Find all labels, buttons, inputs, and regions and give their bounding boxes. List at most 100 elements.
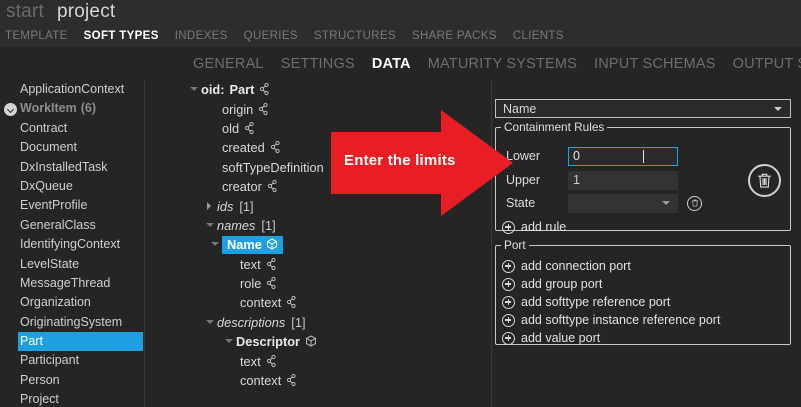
sidebar-item-project[interactable]: Project: [20, 392, 59, 407]
add-connection-port-button[interactable]: add connection port: [496, 257, 631, 275]
tab-output-schemas[interactable]: OUTPUT SCHEMAS: [732, 55, 801, 72]
tree-node-ids[interactable]: ids [1]: [145, 196, 490, 215]
nav-soft-types[interactable]: SOFT TYPES: [83, 29, 159, 42]
plus-circle-icon: [502, 259, 515, 273]
add-group-port-button[interactable]: add group port: [496, 275, 602, 293]
workspace: ApplicationContext WorkItem (6) Contract…: [0, 80, 801, 407]
title-start: start: [6, 1, 44, 22]
property-icon: [266, 257, 276, 270]
sidebar-item-person[interactable]: Person: [20, 372, 60, 387]
sidebar-item-messagethread[interactable]: MessageThread: [20, 275, 111, 290]
add-softtype-reference-port-button[interactable]: add softtype reference port: [496, 293, 670, 311]
tab-maturity-systems[interactable]: MATURITY SYSTEMS: [427, 55, 578, 72]
rule-row-lower: Lower: [496, 146, 678, 166]
page-title: project: [56, 1, 116, 22]
tree-node-descriptor-text[interactable]: text: [145, 351, 490, 370]
sidebar-item-identifyingcontext[interactable]: IdentifyingContext: [20, 237, 121, 252]
property-icon: [244, 121, 254, 135]
sidebar-item-eventprofile[interactable]: EventProfile: [20, 198, 88, 213]
delete-rule-icon[interactable]: [748, 164, 781, 197]
tab-data[interactable]: DATA: [371, 55, 411, 72]
tree-node-chip[interactable]: Name: [222, 235, 283, 254]
tree-node-name[interactable]: Name: [145, 235, 490, 254]
element-combo[interactable]: Name: [495, 99, 791, 118]
tree-node-name-context[interactable]: context: [145, 293, 490, 312]
add-value-port-button[interactable]: add value port: [496, 329, 600, 347]
nav-indexes[interactable]: INDEXES: [174, 29, 228, 42]
tree-node-old[interactable]: old: [145, 119, 490, 138]
tab-input-schemas[interactable]: INPUT SCHEMAS: [594, 55, 716, 72]
panel-divider: [491, 80, 492, 407]
plus-circle-icon: [502, 220, 515, 234]
sidebar-item-applicationcontext[interactable]: ApplicationContext: [20, 82, 125, 96]
tree-node-label: origin: [222, 101, 254, 117]
nav-clients[interactable]: CLIENTS: [512, 29, 564, 42]
tree-node-oid-part[interactable]: oid: Part: [145, 80, 490, 99]
sidebar-item-count: (6): [80, 101, 97, 116]
properties-panel: Name Containment Rules Lower Upper: [494, 80, 801, 407]
tree-node-names[interactable]: names [1]: [145, 216, 490, 235]
tree-node-label: context: [240, 373, 282, 389]
tree-node-name-text[interactable]: text: [145, 255, 490, 274]
tree-node-label: ids: [217, 198, 234, 214]
sidebar-item-part[interactable]: Part: [18, 332, 143, 352]
nav-queries[interactable]: QUERIES: [243, 29, 298, 42]
softtype-list[interactable]: ApplicationContext WorkItem (6) Contract…: [0, 80, 144, 407]
tree-node-descriptions[interactable]: descriptions [1]: [145, 313, 490, 332]
tree-node-softtypedefinition[interactable]: softTypeDefinition: [145, 158, 490, 177]
sidebar-item-document[interactable]: Document: [20, 140, 77, 155]
tree-node-origin[interactable]: origin: [145, 99, 490, 118]
tree-node-label: old: [222, 120, 240, 136]
tree-node-name-role[interactable]: role: [145, 274, 490, 293]
sidebar-item-generalclass[interactable]: GeneralClass: [20, 217, 96, 232]
sidebar-item-contract[interactable]: Contract: [20, 120, 68, 135]
sidebar-item-participant[interactable]: Participant: [20, 353, 80, 368]
property-icon: [287, 296, 296, 309]
lower-input[interactable]: [568, 146, 678, 166]
data-model-tree[interactable]: oid: Part origin: [145, 80, 490, 407]
sidebar-item-label: WorkItem: [20, 101, 77, 116]
tab-general[interactable]: GENERAL: [193, 55, 264, 72]
property-icon: [270, 141, 280, 154]
delete-state-icon[interactable]: [687, 195, 702, 211]
plus-circle-icon: [502, 277, 515, 291]
tree-node-chip[interactable]: Descriptor: [236, 334, 317, 349]
tree-node-label: oid:: [201, 82, 225, 98]
tree-node-created[interactable]: created: [145, 138, 490, 157]
tree-node-label: Name: [227, 236, 262, 252]
plus-circle-icon: [502, 331, 515, 345]
add-rule-button[interactable]: add rule: [496, 218, 566, 236]
primary-navigation: TEMPLATE SOFT TYPES INDEXES QUERIES STRU…: [0, 24, 801, 47]
tree-node-creator[interactable]: creator: [145, 177, 490, 196]
nav-structures[interactable]: STRUCTURES: [313, 29, 396, 42]
twisty-collapsed-icon[interactable]: [203, 196, 217, 215]
add-softtype-instance-reference-port-button[interactable]: add softtype instance reference port: [496, 311, 720, 329]
twisty-expanded-icon[interactable]: [203, 313, 217, 332]
chevron-down-icon: [662, 201, 670, 205]
nav-template[interactable]: TEMPLATE: [5, 29, 68, 42]
twisty-expanded-icon[interactable]: [208, 235, 222, 254]
containment-rules-legend: Containment Rules: [504, 120, 605, 134]
nav-share-packs[interactable]: SHARE PACKS: [411, 29, 497, 42]
secondary-navigation: GENERAL SETTINGS DATA MATURITY SYSTEMS I…: [0, 47, 801, 80]
upper-input[interactable]: [568, 170, 678, 190]
sidebar-item-dxqueue[interactable]: DxQueue: [20, 178, 73, 193]
tree-node-label: text: [240, 256, 261, 272]
sidebar-item-dxinstalledtask[interactable]: DxInstalledTask: [20, 159, 108, 174]
add-value-port-label: add value port: [521, 331, 601, 345]
sidebar-item-organization[interactable]: Organization: [20, 295, 91, 310]
twisty-expanded-icon[interactable]: [203, 216, 217, 235]
tree-node-descriptor-context[interactable]: context: [145, 371, 490, 390]
tree-node-descriptor[interactable]: Descriptor: [145, 332, 490, 351]
tree-node-count: [1]: [291, 314, 306, 330]
tab-settings[interactable]: SETTINGS: [280, 55, 355, 72]
sidebar-item-originatingsystem[interactable]: OriginatingSystem: [20, 314, 123, 329]
port-legend: Port: [504, 238, 526, 252]
tree-node-type: Part: [229, 82, 255, 98]
state-combo[interactable]: [568, 193, 678, 213]
twisty-expanded-icon[interactable]: [222, 332, 236, 351]
sidebar-item-workitem[interactable]: WorkItem (6): [0, 99, 144, 118]
sidebar-item-levelstate[interactable]: LevelState: [20, 256, 80, 271]
twisty-expanded-icon[interactable]: [187, 80, 201, 99]
